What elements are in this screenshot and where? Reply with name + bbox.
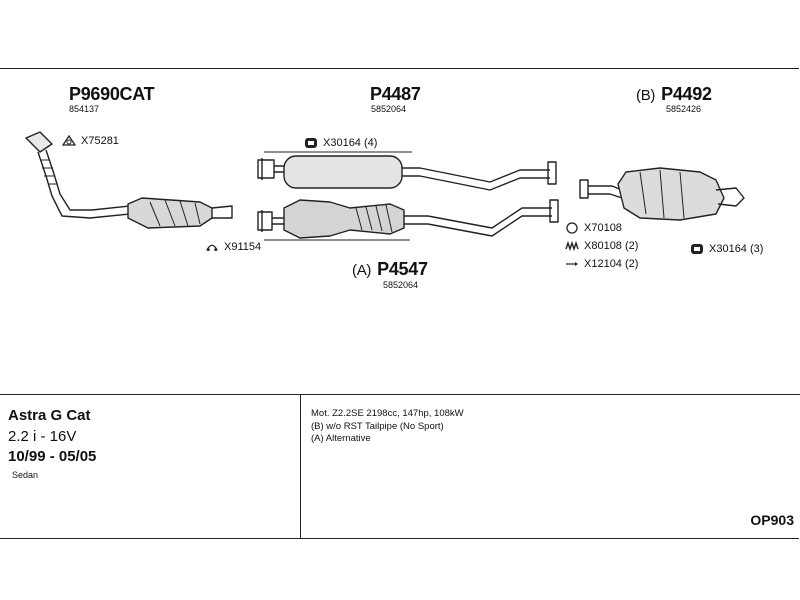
part-number-catalyst[interactable]: P9690CAT xyxy=(69,84,155,105)
accessory-label: X12104 (2) xyxy=(584,258,639,270)
accessory-x80108[interactable]: X80108 (2) xyxy=(565,240,638,252)
clamp-icon xyxy=(305,138,317,148)
vehicle-engine: 2.2 i - 16V xyxy=(8,428,77,445)
diagram-frame xyxy=(0,68,799,539)
rear-silencer-part[interactable] xyxy=(579,167,745,221)
accessory-x30164-3[interactable]: X30164 (3) xyxy=(690,243,763,255)
part-number-alt-silencer[interactable]: (A) P4547 xyxy=(352,259,428,280)
bracket-icon xyxy=(206,244,218,251)
note-line: (A) Alternative xyxy=(311,433,371,444)
vehicle-body: Sedan xyxy=(12,470,39,480)
part-prefix: (B) xyxy=(636,87,656,104)
exhaust-diagram xyxy=(25,131,745,241)
part-number-text: P4547 xyxy=(377,259,428,279)
catalyst-part[interactable] xyxy=(25,131,233,229)
accessory-x70108[interactable]: X70108 xyxy=(565,222,622,234)
accessory-label: X75281 xyxy=(81,135,119,147)
divider-horizontal xyxy=(0,394,800,395)
accessory-x12104[interactable]: X12104 (2) xyxy=(565,258,638,270)
accessory-x75281[interactable]: X75281 xyxy=(62,135,119,147)
accessory-label: X80108 (2) xyxy=(584,240,639,252)
divider-vertical xyxy=(300,394,301,539)
part-prefix: (A) xyxy=(352,262,372,279)
notes-panel: Mot. Z2.2SE 2198cc, 147hp, 108kW (B) w/o… xyxy=(311,408,464,446)
spring-icon xyxy=(565,240,579,252)
alt-silencer-part[interactable] xyxy=(257,199,559,241)
accessory-label: X30164 (3) xyxy=(709,243,764,255)
bolt-icon xyxy=(566,262,578,266)
note-line: Mot. Z2.2SE 2198cc, 147hp, 108kW xyxy=(311,408,464,419)
oem-number-alt-silencer: 5852064 xyxy=(383,280,419,290)
part-number-text: P4487 xyxy=(370,84,421,104)
accessory-x91154[interactable]: X91154 xyxy=(205,241,261,253)
part-number-center-silencer[interactable]: P4487 xyxy=(370,84,421,105)
oem-number-rear-silencer: 5852426 xyxy=(666,104,702,114)
accessory-label: X30164 (4) xyxy=(323,137,378,149)
vehicle-years: 10/99 - 05/05 xyxy=(8,448,97,465)
oem-number-center-silencer: 5852064 xyxy=(371,104,407,114)
accessory-label: X91154 xyxy=(224,241,262,253)
part-number-rear-silencer[interactable]: (B) P4492 xyxy=(636,84,712,105)
center-silencer-part[interactable] xyxy=(257,151,557,191)
gasket-icon xyxy=(62,135,76,146)
ring-icon xyxy=(566,222,578,234)
part-number-text: P4492 xyxy=(661,84,712,104)
oem-number-catalyst: 854137 xyxy=(69,104,100,114)
diagram-code: OP903 xyxy=(750,512,794,528)
part-number-text: P9690CAT xyxy=(69,84,155,104)
note-line: (B) w/o RST Tailpipe (No Sport) xyxy=(311,420,444,432)
clamp-icon xyxy=(691,244,703,254)
accessory-x30164-4[interactable]: X30164 (4) xyxy=(304,137,377,149)
vehicle-model: Astra G Cat xyxy=(8,407,91,424)
accessory-label: X70108 xyxy=(584,222,622,234)
